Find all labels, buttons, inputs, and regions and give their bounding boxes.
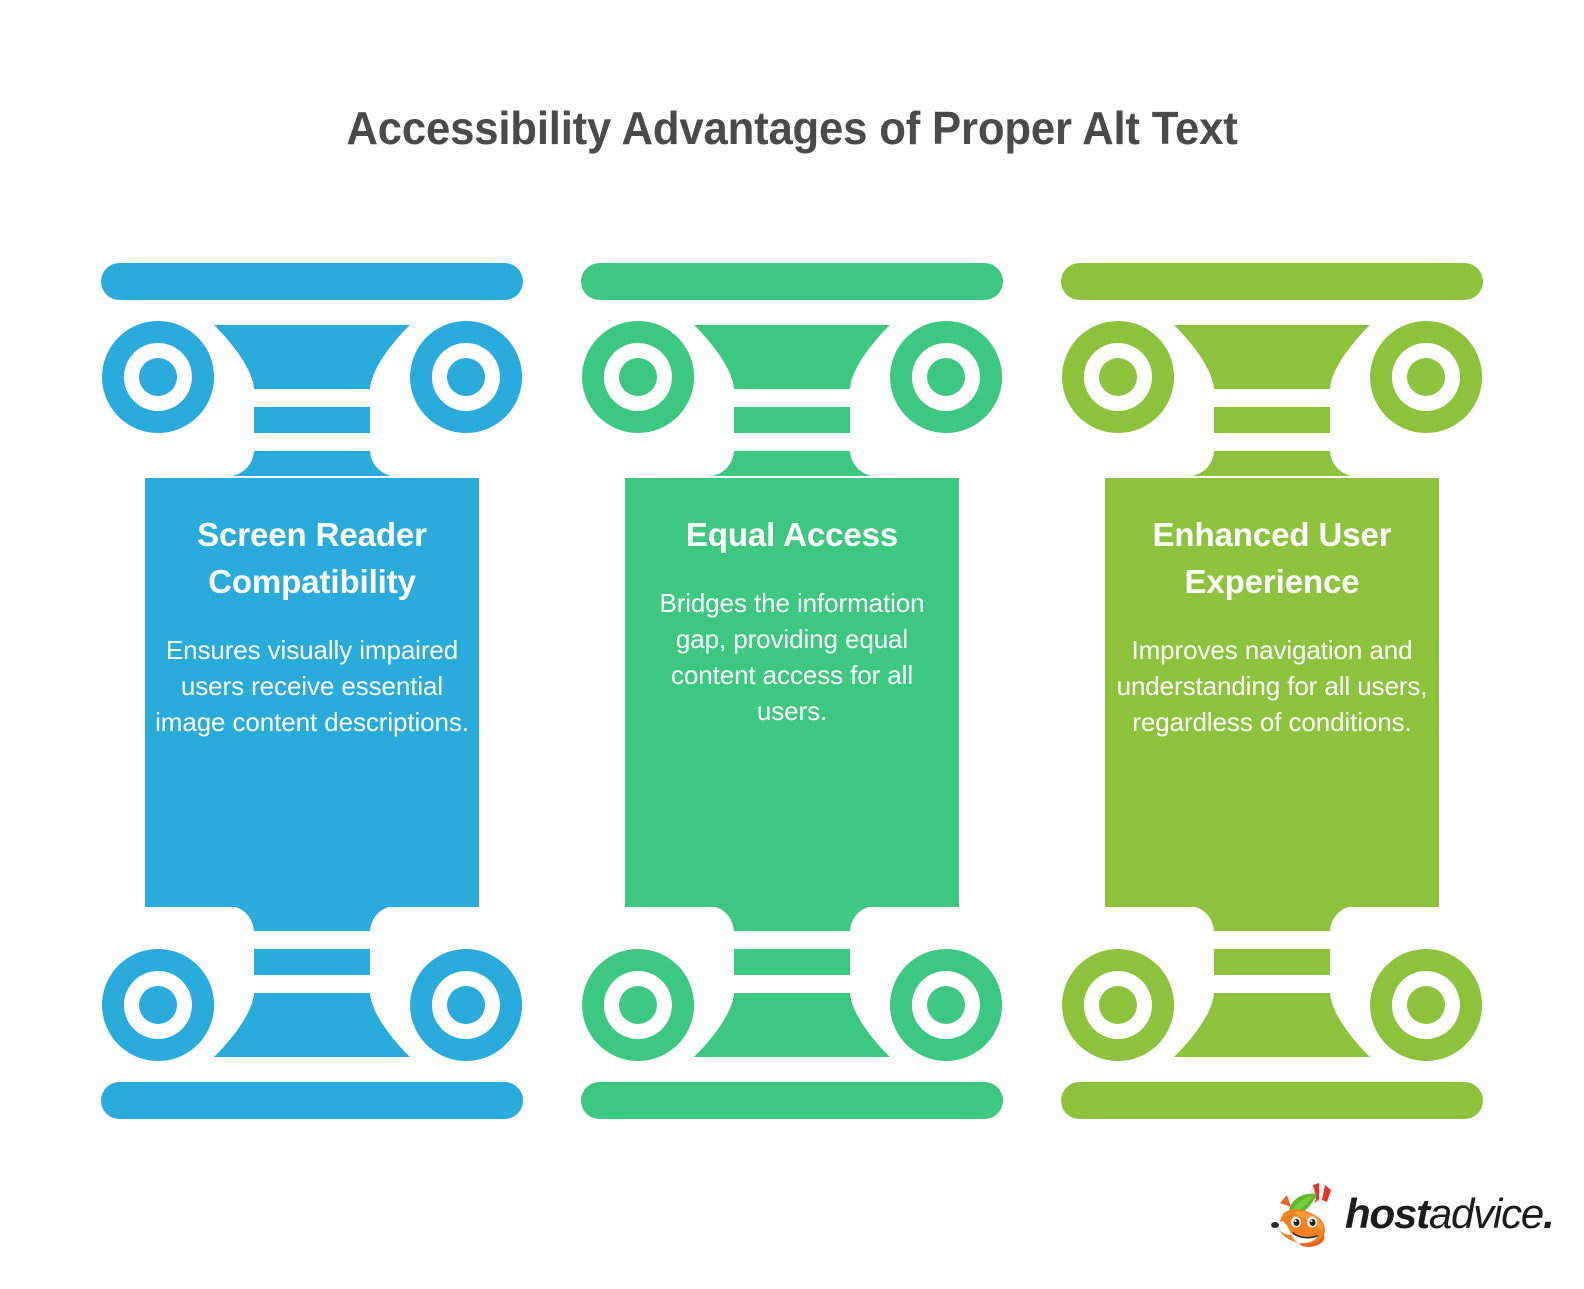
logo-word-dot: . (1543, 1190, 1555, 1237)
column-card-enhanced-ux[interactable]: Enhanced User Experience Improves naviga… (1061, 263, 1483, 1119)
column-text-block: Screen Reader Compatibility Ensures visu… (145, 478, 479, 740)
logo-word-host: host (1345, 1190, 1430, 1237)
column-bottom-bar (581, 1082, 1003, 1119)
ionic-column-capital-icon (1062, 321, 1482, 476)
column-description: Improves navigation and understanding fo… (1116, 635, 1428, 737)
ionic-column-base-icon (582, 906, 1002, 1061)
logo-wordmark: hostadvice. (1345, 1190, 1555, 1237)
column-heading: Enhanced User Experience (1152, 516, 1392, 600)
ionic-column-base-icon (102, 906, 522, 1061)
column-top-bar (581, 263, 1003, 300)
column-top-bar (1061, 263, 1483, 300)
logo-word-advice: advice (1428, 1190, 1544, 1237)
column-bottom-bar (1061, 1082, 1483, 1119)
ionic-column-base-icon (1062, 906, 1482, 1061)
column-text-block: Equal Access Bridges the information gap… (625, 478, 959, 729)
column-bottom-bar (101, 1082, 523, 1119)
column-card-screen-reader[interactable]: Screen Reader Compatibility Ensures visu… (101, 263, 523, 1119)
columns-row: Screen Reader Compatibility Ensures visu… (101, 263, 1483, 1119)
ionic-column-capital-icon (582, 321, 1002, 476)
page-title: Accessibility Advantages of Proper Alt T… (346, 102, 1238, 154)
column-description: Bridges the information gap, providing e… (659, 588, 925, 726)
column-heading: Screen Reader Compatibility (197, 516, 427, 600)
hostadvice-logo[interactable]: hostadvice. (1269, 1178, 1555, 1250)
column-card-equal-access[interactable]: Equal Access Bridges the information gap… (581, 263, 1003, 1119)
column-shaft: Screen Reader Compatibility Ensures visu… (145, 478, 479, 907)
fox-mascot-icon (1271, 1183, 1331, 1247)
column-description: Ensures visually impaired users receive … (155, 635, 469, 737)
column-heading: Equal Access (685, 516, 899, 553)
column-top-bar (101, 263, 523, 300)
column-text-block: Enhanced User Experience Improves naviga… (1105, 478, 1439, 740)
column-shaft: Enhanced User Experience Improves naviga… (1105, 478, 1439, 907)
ionic-column-capital-icon (102, 321, 522, 476)
column-shaft: Equal Access Bridges the information gap… (625, 478, 959, 907)
